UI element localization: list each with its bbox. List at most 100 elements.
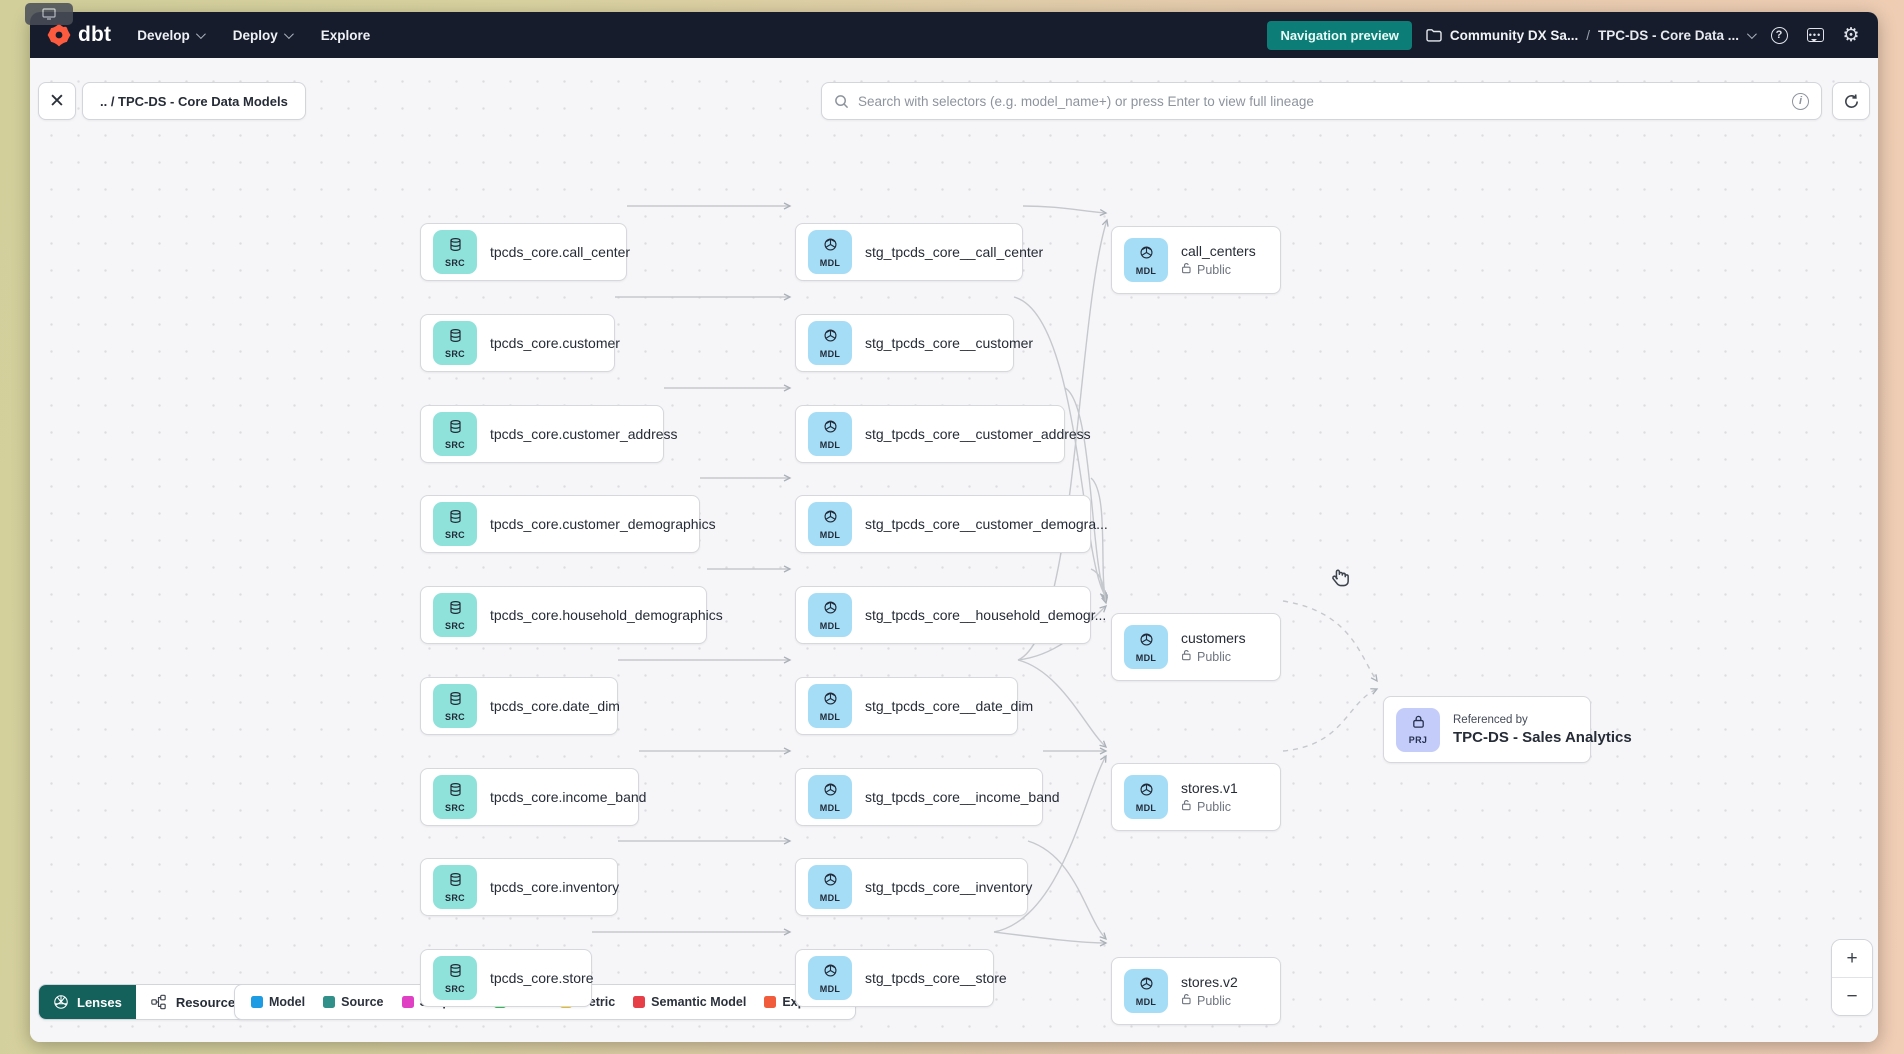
- database-icon: [448, 509, 463, 529]
- legend-swatch: [633, 996, 646, 1008]
- node-label: stores.v1: [1181, 780, 1238, 796]
- breadcrumb-separator: /: [1586, 27, 1590, 43]
- breadcrumb-project[interactable]: Community DX Sa...: [1449, 27, 1579, 43]
- database-icon: [448, 328, 463, 348]
- model-badge: MDL: [808, 412, 852, 456]
- source-badge: SRC: [433, 684, 477, 728]
- dbt-logo[interactable]: dbt: [46, 22, 111, 48]
- help-button[interactable]: ?: [1768, 24, 1790, 46]
- folder-icon: [1426, 29, 1442, 42]
- close-lineage-button[interactable]: ✕: [38, 82, 76, 120]
- lenses-button[interactable]: Lenses: [39, 985, 136, 1019]
- visibility-badge: Public: [1181, 993, 1238, 1008]
- feedback-button[interactable]: •••: [1804, 24, 1826, 46]
- settings-button[interactable]: ⚙: [1840, 24, 1862, 46]
- model-cube-icon: [1139, 976, 1154, 996]
- source-badge: SRC: [433, 502, 477, 546]
- navigation-preview-button[interactable]: Navigation preview: [1267, 20, 1412, 50]
- dbt-logo-icon: [47, 23, 71, 47]
- search-input[interactable]: [858, 93, 1792, 109]
- node-label: tpcds_core.inventory: [490, 879, 620, 895]
- graph-node-model[interactable]: MDL stg_tpcds_core__customer_address: [795, 405, 1091, 463]
- legend-swatch: [251, 996, 263, 1008]
- zoom-in-button[interactable]: +: [1832, 940, 1872, 977]
- graph-node-source[interactable]: SRC tpcds_core.customer_demographics: [420, 495, 716, 553]
- model-cube-icon: [1139, 782, 1154, 802]
- database-icon: [448, 600, 463, 620]
- model-badge: MDL: [808, 321, 852, 365]
- breadcrumb[interactable]: Community DX Sa... / TPC-DS - Core Data …: [1426, 27, 1757, 43]
- breadcrumb-page[interactable]: TPC-DS - Core Data ...: [1597, 27, 1739, 43]
- database-icon: [448, 963, 463, 983]
- top-navbar: dbt Develop Deploy Explore Navigation pr…: [30, 12, 1878, 58]
- node-label: stg_tpcds_core__income_band: [865, 789, 1060, 805]
- node-label: tpcds_core.customer_demographics: [490, 516, 716, 532]
- node-label: tpcds_core.call_center: [490, 244, 631, 260]
- model-cube-icon: [823, 782, 838, 802]
- resource-type-icon: [151, 994, 166, 1010]
- model-cube-icon: [823, 328, 838, 348]
- nav-item-develop[interactable]: Develop: [137, 28, 206, 43]
- zoom-out-button[interactable]: −: [1832, 978, 1872, 1015]
- graph-node-model[interactable]: MDL stg_tpcds_core__customer_demogra...: [795, 495, 1108, 553]
- legend-item-semantic-model: Semantic Model: [633, 995, 746, 1009]
- model-badge: MDL: [808, 775, 852, 819]
- model-badge: MDL: [1124, 775, 1168, 819]
- node-label: tpcds_core.customer: [490, 335, 620, 351]
- project-node-subtitle: Referenced by: [1453, 713, 1528, 726]
- legend-swatch: [323, 996, 336, 1008]
- graph-node-project[interactable]: PRJ Referenced by TPC-DS - Sales Analyti…: [1383, 696, 1632, 763]
- zoom-controls: + −: [1831, 939, 1873, 1016]
- nav-item-deploy[interactable]: Deploy: [233, 28, 294, 43]
- model-badge: MDL: [1124, 969, 1168, 1013]
- info-icon[interactable]: i: [1792, 92, 1809, 110]
- chevron-down-icon[interactable]: [1746, 28, 1757, 39]
- source-badge: SRC: [433, 865, 477, 909]
- node-label: stg_tpcds_core__customer_demogra...: [865, 516, 1108, 532]
- refresh-icon: [1844, 93, 1858, 108]
- model-cube-icon: [823, 509, 838, 529]
- node-label: tpcds_core.store: [490, 970, 594, 986]
- node-label: stg_tpcds_core__customer_address: [865, 426, 1091, 442]
- chat-bubble-icon: •••: [1806, 28, 1824, 42]
- lineage-breadcrumb-chip[interactable]: .. / TPC-DS - Core Data Models: [82, 82, 306, 120]
- lock-open-icon: [1181, 993, 1192, 1008]
- screen-share-indicator[interactable]: [25, 3, 73, 25]
- graph-node-source[interactable]: SRC tpcds_core.store: [420, 949, 594, 1007]
- node-label: stores.v2: [1181, 974, 1238, 990]
- gear-icon: ⚙: [1842, 24, 1860, 46]
- graph-node-model[interactable]: MDL stg_tpcds_core__income_band: [795, 768, 1060, 826]
- search-icon: [835, 94, 849, 108]
- model-cube-icon: [1139, 245, 1154, 265]
- legend-swatch: [764, 996, 777, 1008]
- lock-open-icon: [1181, 799, 1192, 814]
- model-badge: MDL: [808, 502, 852, 546]
- dbt-cloud-window: dbt Develop Deploy Explore Navigation pr…: [30, 12, 1878, 1042]
- node-label: call_centers: [1181, 243, 1256, 259]
- nav-item-explore[interactable]: Explore: [320, 27, 371, 43]
- model-cube-icon: [823, 872, 838, 892]
- node-label: stg_tpcds_core__inventory: [865, 879, 1033, 895]
- hand-cursor: [1328, 564, 1354, 595]
- refresh-lineage-button[interactable]: [1832, 82, 1870, 120]
- graph-node-source[interactable]: SRC tpcds_core.inventory: [420, 858, 620, 916]
- source-badge: SRC: [433, 956, 477, 1000]
- node-label: customers: [1181, 630, 1246, 646]
